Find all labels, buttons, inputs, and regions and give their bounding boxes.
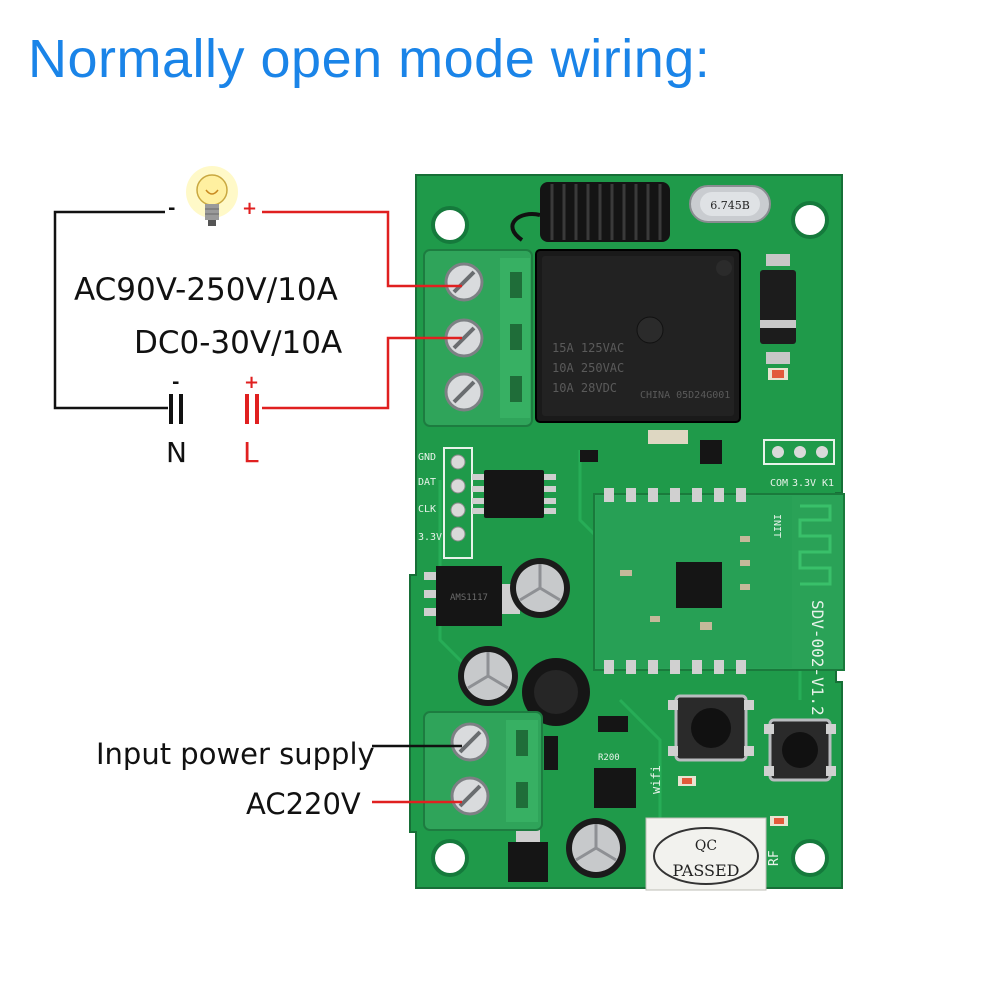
smd-resistor [544,430,722,770]
screw-terminal[interactable] [444,318,484,358]
neutral-label: N [166,436,187,469]
screw-terminal[interactable] [450,722,490,762]
smd-chip: R200 [594,753,636,808]
rf-label: RF [767,850,782,866]
smd-chip [472,470,556,518]
wifi-module: SDV-002-V1.2 INIT [593,488,845,716]
crystal-label: 6.745B [710,199,750,212]
relay-rating-3: 10A 28VDC [552,381,617,395]
qc-bottom-text: PASSED [673,861,740,880]
capacitor [458,646,518,706]
mounting-hole [791,201,829,239]
input-power-label: Input power supply [96,737,375,771]
rf-learn-button[interactable] [764,718,836,782]
mounting-hole [791,839,829,877]
pin-label-clk: CLK [418,504,436,515]
antenna-coil [510,182,670,242]
capacitor [566,818,626,878]
relay-rating-1: 15A 125VAC [552,341,624,355]
screw-terminal[interactable] [444,372,484,412]
power-terminal-block[interactable] [423,711,543,831]
lamp-minus-sign: - [168,198,176,219]
screw-terminal[interactable] [444,262,484,302]
page-title: Normally open mode wiring: [28,29,711,89]
input-voltage-label: AC220V [246,787,361,821]
ac-rating-label: AC90V-250V/10A [74,272,338,308]
pin-label-3v3: 3.3V [418,532,442,543]
source-minus-sign: - [172,372,180,393]
inductor-label: R200 [598,753,620,763]
live-label: L [243,436,259,469]
pin-label-k1: K1 [822,478,834,489]
pin-label-dat: DAT [418,477,436,488]
pin-label-gnd: GND [418,452,436,463]
relay-terminal-block[interactable] [423,249,533,427]
relay: 15A 125VAC 10A 250VAC 10A 28VDC CHINA 05… [535,249,741,423]
relay-rating-4: CHINA 05D24G001 [640,390,730,401]
rf-led [770,816,788,826]
status-led [768,368,788,380]
live-wire [262,210,462,410]
mounting-hole [431,839,469,877]
wifi-led [678,776,696,786]
qc-passed-sticker: QC PASSED [645,817,767,891]
smd-chip [508,828,548,882]
wifi-label: wifi [649,765,663,794]
source-plus-sign: + [244,372,260,393]
relay-rating-2: 10A 250VAC [552,361,624,375]
dc-rating-label: DC0-30V/10A [134,325,343,361]
inductor [522,658,590,726]
capacitor [510,558,570,618]
lightbulb-icon [186,166,238,226]
screw-terminal[interactable] [450,776,490,816]
pin-label-com: COM [770,478,788,489]
mounting-hole [431,206,469,244]
module-label: SDV-002-V1.2 [808,600,827,716]
qc-top-text: QC [695,838,717,854]
programming-header: GND DAT CLK 3.3V [418,447,473,559]
relay-output-pins: COM 3.3V K1 [763,439,835,489]
source-symbol-l [245,394,259,424]
wifi-pair-button[interactable] [668,694,754,762]
crystal-oscillator: 6.745B [689,185,771,223]
neutral-wire [53,210,168,410]
lamp-plus-sign: + [242,198,258,219]
pin-label-3v3-right: 3.3V [792,478,816,489]
regulator-label: AMS1117 [450,593,488,603]
source-symbol-n [169,394,183,424]
diode [760,254,796,364]
module-pin-init: INIT [771,514,782,538]
